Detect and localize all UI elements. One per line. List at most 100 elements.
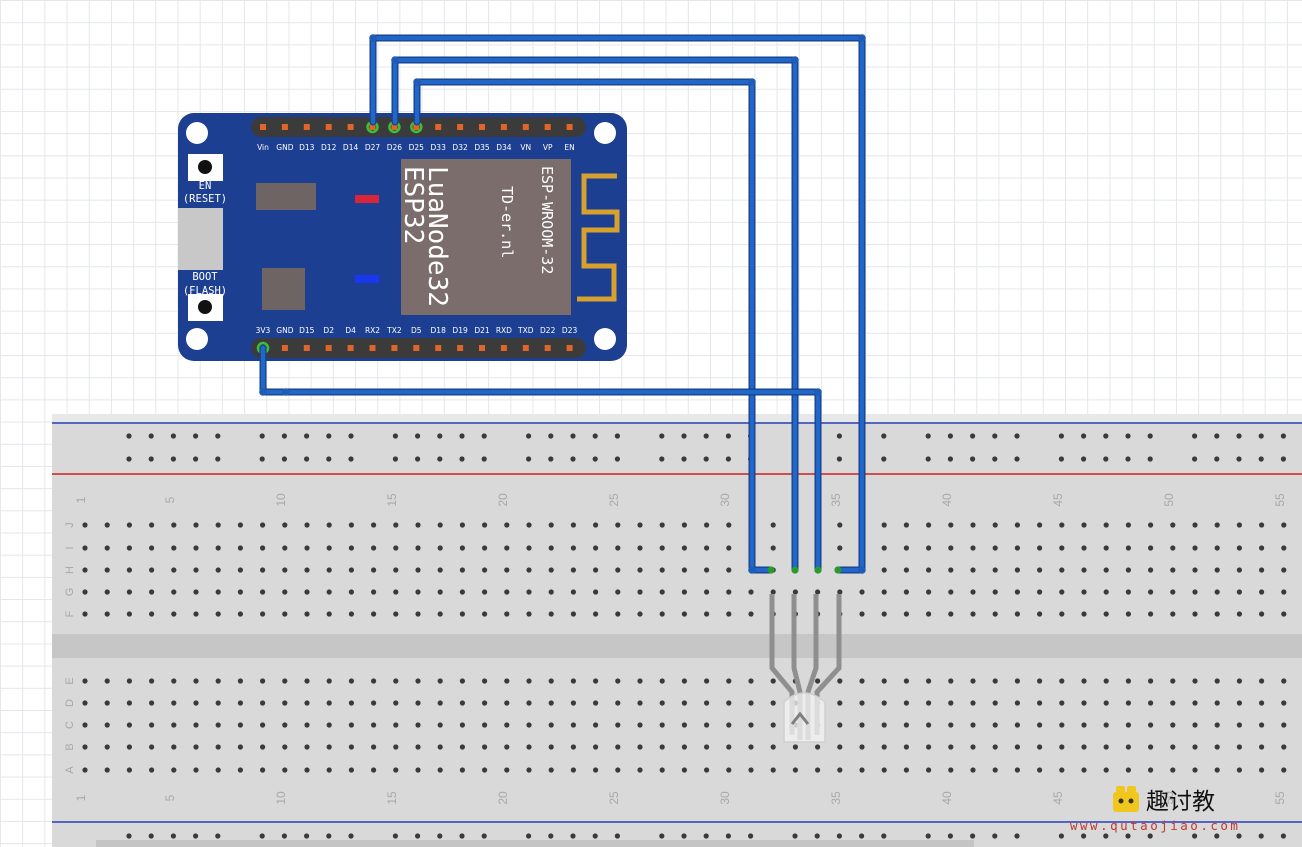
breadboard-hole <box>1103 567 1109 573</box>
rail-hole <box>970 833 976 839</box>
breadboard-hole <box>1081 767 1087 773</box>
wire-bendpoint[interactable] <box>391 56 399 64</box>
wire-bendpoint[interactable] <box>413 78 421 86</box>
breadboard-hole <box>237 589 243 595</box>
wire-bendpoint[interactable] <box>748 566 756 574</box>
header-pin[interactable] <box>457 345 464 351</box>
breadboard-hole <box>815 744 821 750</box>
wire-bendpoint[interactable] <box>814 388 822 396</box>
wire-bendpoint[interactable] <box>259 388 267 396</box>
breadboard-hole <box>393 744 399 750</box>
breadboard-hole <box>1125 767 1131 773</box>
header-pin[interactable] <box>303 345 310 351</box>
pin-label: EN <box>564 143 574 152</box>
wire-bendpoint[interactable] <box>748 78 756 86</box>
wire-bendpoint[interactable] <box>282 388 290 396</box>
header-pin[interactable] <box>391 345 398 351</box>
row-letter: G <box>64 588 76 597</box>
header-pin[interactable] <box>347 124 354 130</box>
rail-hole <box>703 456 709 462</box>
breadboard-hole <box>304 678 310 684</box>
header-pin[interactable] <box>325 345 332 351</box>
rail-hole <box>836 456 843 462</box>
rail-hole <box>881 833 887 839</box>
header-pin[interactable] <box>369 345 376 351</box>
breadboard-hole <box>792 589 799 595</box>
rail-hole <box>304 433 310 439</box>
breadboard-hole <box>393 678 399 684</box>
header-pin[interactable] <box>325 124 332 130</box>
header-pin[interactable] <box>544 124 551 130</box>
header-pin[interactable] <box>281 345 288 351</box>
header-pin[interactable] <box>566 345 573 351</box>
rail-hole <box>1125 433 1131 439</box>
breadboard-hole <box>1259 678 1265 684</box>
rail-hole <box>548 433 554 439</box>
header-pin[interactable] <box>413 345 420 351</box>
breadboard-hole <box>282 611 288 617</box>
rail-hole <box>659 833 665 839</box>
header-pin[interactable] <box>260 124 266 130</box>
header-pin[interactable] <box>544 345 551 351</box>
column-number-top: 25 <box>607 493 621 507</box>
header-pin[interactable] <box>500 124 507 130</box>
mount-hole <box>594 122 616 144</box>
rail-hole <box>1147 433 1153 439</box>
header-pin[interactable] <box>391 124 398 130</box>
breadboard-hole <box>437 767 443 773</box>
pin-label: D14 <box>343 143 359 152</box>
esp32-board: EN (RESET) BOOT (FLASH) LuaNode32 ESP32 … <box>178 113 627 361</box>
header-pin[interactable] <box>457 124 464 130</box>
wire-bendpoint[interactable] <box>858 566 866 574</box>
header-pin[interactable] <box>413 124 420 130</box>
header-pin[interactable] <box>479 345 485 351</box>
module-vendor: TD-er.nl <box>498 186 516 258</box>
breadboard-hole <box>149 567 155 573</box>
breadboard-hole <box>1259 522 1265 528</box>
wire-bendpoint[interactable] <box>369 34 377 42</box>
row-letter: B <box>64 743 76 750</box>
header-pin[interactable] <box>500 345 507 351</box>
rail-hole <box>859 833 865 839</box>
breadboard-hole <box>1014 567 1021 573</box>
breadboard-hole <box>1170 700 1176 706</box>
rail-hole <box>1014 456 1020 462</box>
breadboard-hole <box>237 611 243 617</box>
wire-bendpoint[interactable] <box>791 56 799 64</box>
header-pin[interactable] <box>369 124 376 130</box>
header-pin[interactable] <box>435 124 442 130</box>
breadboard-hole <box>1236 744 1242 750</box>
breadboard-hole <box>149 522 155 528</box>
rail-hole <box>1236 833 1242 839</box>
breadboard-hole <box>104 722 110 728</box>
rail-hole <box>992 833 998 839</box>
header-pin[interactable] <box>347 345 354 351</box>
header-pin[interactable] <box>303 124 310 130</box>
breadboard-hole <box>504 767 510 773</box>
row-letter: E <box>64 677 76 684</box>
breadboard-hole <box>504 545 510 551</box>
breadboard-hole <box>548 589 554 595</box>
breadboard-hole <box>1281 567 1287 573</box>
breadboard-hole <box>215 678 221 684</box>
header-pin[interactable] <box>522 345 529 351</box>
rail-hole <box>348 433 354 439</box>
column-number-top: 55 <box>1273 493 1287 507</box>
rail-hole <box>992 456 998 462</box>
breadboard-hole <box>326 545 332 551</box>
wire-d26[interactable] <box>392 57 798 573</box>
wire-bendpoint[interactable] <box>858 34 866 42</box>
header-pin[interactable] <box>479 124 485 130</box>
header-pin[interactable] <box>281 124 288 130</box>
header-pin[interactable] <box>566 124 573 130</box>
header-pin[interactable] <box>435 345 442 351</box>
breadboard-hole <box>570 589 577 595</box>
regulator-chip <box>256 183 316 210</box>
breadboard-hole <box>526 567 532 573</box>
rail-hole <box>1236 433 1242 439</box>
breadboard-hole <box>104 767 110 773</box>
breadboard-hole <box>393 567 399 573</box>
header-pin[interactable] <box>522 124 529 130</box>
wire-3v3[interactable] <box>260 345 821 573</box>
rail-hole <box>1058 456 1064 462</box>
